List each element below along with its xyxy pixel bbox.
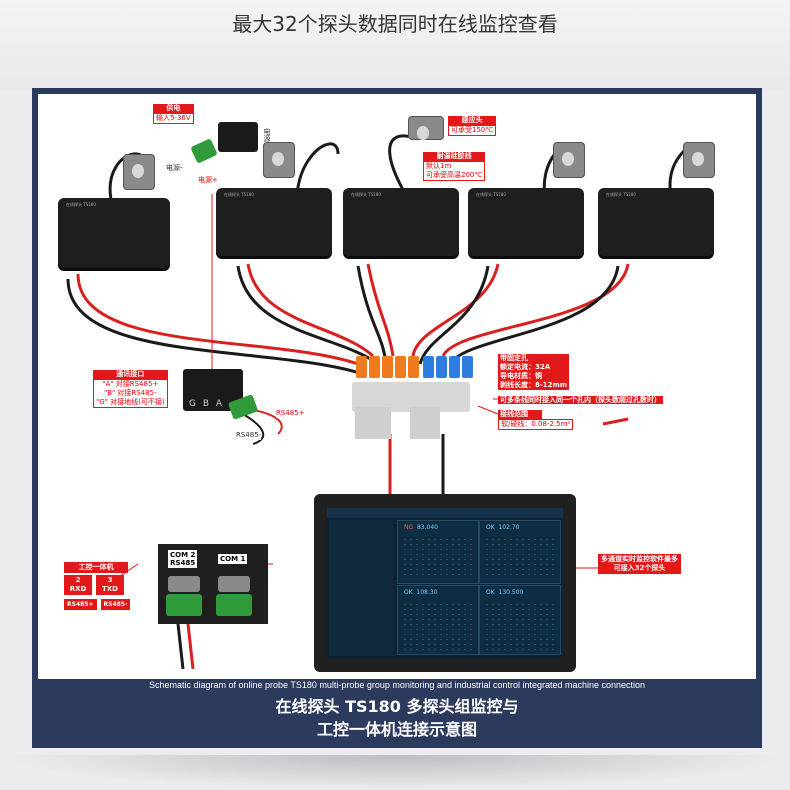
com1-port <box>218 576 250 592</box>
bottom-shadow <box>0 755 790 790</box>
terminal-multi-note: 可多条线同时接入同一个孔内（探头数超过孔数时） <box>498 396 663 405</box>
gba-label: G B A <box>189 399 225 409</box>
headline: 最大32个探头数据同时在线监控查看 <box>232 12 558 36</box>
terminal-lever <box>395 356 406 378</box>
power-minus-label: 电源- <box>166 164 183 173</box>
comm-label: 通讯接口 "A" 对接RS485+ "B" 对接RS485- "G" 对接地线(… <box>93 370 168 408</box>
ipc-pin-3: 3 TXD <box>96 575 124 595</box>
com2-label: COM 2 RS485 <box>168 550 198 568</box>
terminal-lever <box>356 356 367 378</box>
com2-plug <box>166 594 202 616</box>
panel-status: OK <box>486 524 495 531</box>
monitor-software-screen: NG 83.040 OK 102.70 OK 108.30 OK 130.500 <box>327 508 563 658</box>
panel-status: OK <box>404 589 413 596</box>
terminal-lever <box>408 356 419 378</box>
panel-status: NG <box>404 524 414 531</box>
terminal-lever <box>462 356 473 378</box>
rs485-plus-label: RS485+ <box>276 409 305 418</box>
caption-english: Schematic diagram of online probe TS180 … <box>148 680 646 690</box>
sensor-head-2 <box>263 142 295 178</box>
power-plate-label: 电源 <box>263 128 271 142</box>
caption-chinese: 在线探头 TS180 多探头组监控与 工控一体机连接示意图 <box>275 697 519 739</box>
probe-panel-2: OK 102.70 <box>479 520 561 584</box>
controller-box-5: 在线探头 TS180 <box>598 188 714 256</box>
ipc-title: 工控一体机 <box>64 562 128 573</box>
com2-port <box>168 576 200 592</box>
box-tag: 在线探头 TS180 <box>66 202 96 207</box>
terminal-lever <box>369 356 380 378</box>
power-connector: 电源 <box>218 122 271 152</box>
panel-value: 83.040 <box>416 524 438 531</box>
box-tag: 在线探头 TS180 <box>476 192 506 197</box>
terminal-lever <box>436 356 447 378</box>
terminal-block <box>350 352 472 442</box>
terminal-lever <box>423 356 434 378</box>
controller-box-4: 在线探头 TS180 <box>468 188 584 256</box>
panel-value: 102.70 <box>498 524 520 531</box>
industrial-pc: NG 83.040 OK 102.70 OK 108.30 OK 130.500 <box>314 494 576 672</box>
probe-panel-4: OK 130.500 <box>479 585 561 655</box>
power-plus-label: 电源+ <box>198 176 218 185</box>
sensor-head-1 <box>123 154 155 190</box>
com-port-panel: COM 2 RS485 COM 1 <box>158 544 268 624</box>
top-banner: 最大32个探头数据同时在线监控查看 <box>0 0 790 90</box>
com1-label: COM 1 <box>218 554 248 564</box>
panel-value: 130.500 <box>498 589 524 596</box>
sensor-head-3 <box>408 116 444 140</box>
sensor-label: 感应头 可承受150℃ <box>448 116 497 136</box>
probe-panel-3: OK 108.30 <box>397 585 479 655</box>
power-label: 供电 输入5-36V <box>153 104 194 124</box>
terminal-range: 接线范围 软/硬线：0.08-2.5m² <box>498 410 574 430</box>
panel-status: OK <box>486 589 495 596</box>
box-tag: 在线探头 TS180 <box>351 192 381 197</box>
probe-panel-1: NG 83.040 <box>397 520 479 584</box>
terminal-lever <box>382 356 393 378</box>
com1-plug <box>216 594 252 616</box>
rs485-minus-label: RS485- <box>236 431 262 440</box>
ipc-rs485-minus: RS485- <box>100 599 131 610</box>
software-note: 多通道实时监控软件最多 可接入32个探头 <box>598 554 681 574</box>
box-tag: 在线探头 TS180 <box>606 192 636 197</box>
cable-label: 耐温硅胶线 默认1m 可承受高温200℃ <box>423 152 486 181</box>
diagram-canvas: 在线探头 TS180 在线探头 TS180 在线探头 TS180 在线探头 TS… <box>38 94 756 679</box>
ipc-rs485-plus: RS485+ <box>64 599 97 610</box>
ipc-pin-2: 2 RXD <box>64 575 92 595</box>
diagram-frame: 在线探头 TS180 在线探头 TS180 在线探头 TS180 在线探头 TS… <box>32 88 762 748</box>
ipc-pin-label: 工控一体机 2 RXD 3 TXD RS485+ RS485- <box>64 562 131 610</box>
sensor-head-4 <box>553 142 585 178</box>
screen-toolbar <box>327 508 563 518</box>
terminal-info: 带固定孔 额定电流：32A 导电材质：铜 剥线长度：8-12mm <box>498 354 570 390</box>
box-tag: 在线探头 TS180 <box>224 192 254 197</box>
controller-box-1: 在线探头 TS180 <box>58 198 170 268</box>
controller-box-2: 在线探头 TS180 <box>216 188 332 256</box>
controller-box-3: 在线探头 TS180 <box>343 188 459 256</box>
screen-sidebar <box>329 520 393 656</box>
panel-value: 108.30 <box>416 589 438 596</box>
terminal-lever <box>449 356 460 378</box>
sensor-head-5 <box>683 142 715 178</box>
